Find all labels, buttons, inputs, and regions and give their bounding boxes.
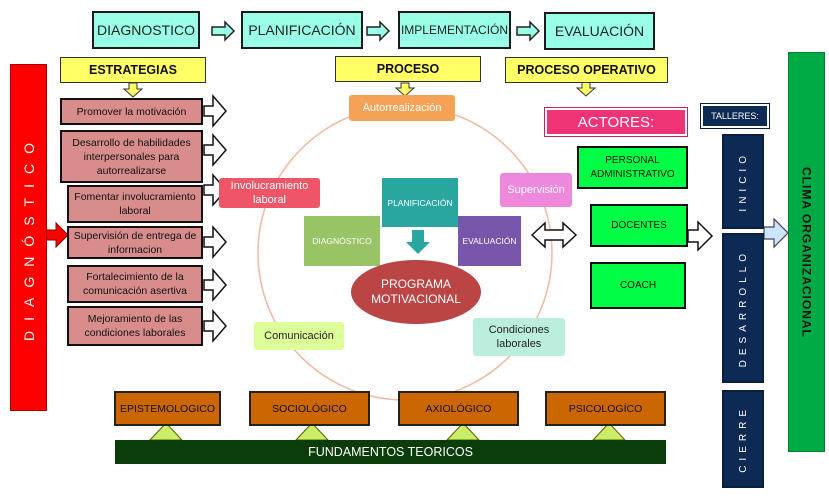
cycle-comunicacion: Comunicación xyxy=(254,322,344,350)
cycle-planificacion: PLANIFICACIÓN xyxy=(382,178,458,227)
strategy-promover: Promover la motivación xyxy=(60,98,203,125)
strategy-involucramiento: Fomentar involucramiento laboral xyxy=(67,185,203,223)
diagnostico-vertical-bar: DIAGNÓSTICO xyxy=(10,64,47,411)
phase-arrow-2 xyxy=(366,20,391,42)
header-operative: PROCESO OPERATIVO xyxy=(505,57,668,83)
down-arrow-operative xyxy=(575,81,597,97)
strategy-condiciones: Mejoramiento de las condiciones laborale… xyxy=(67,306,203,346)
header-process: PROCESO xyxy=(335,56,481,82)
program-motivacional: PROGRAMA MOTIVACIONAL xyxy=(351,260,481,324)
fund-epistemologico: EPISTEMOLOGICO xyxy=(114,391,221,426)
down-arrow-process xyxy=(394,82,416,97)
phase-diagnostico: DIAGNOSTICO xyxy=(92,11,200,49)
diagnostico-arrow xyxy=(45,221,69,249)
phase-arrow-1 xyxy=(211,20,236,42)
fund-axiologico: AXIOLÓGICO xyxy=(398,391,519,426)
phase-implementacion: IMPLEMENTACIÓN xyxy=(398,11,511,49)
phase-evaluacion: EVALUACIÓN xyxy=(544,12,655,50)
cycle-condiciones: Condiciones laborales xyxy=(473,318,565,356)
actor-to-talleres-arrow xyxy=(687,220,714,252)
cycle-involucramiento: Involucramiento laboral xyxy=(219,178,320,208)
fund-psicologico: PSICOLOGÍCO xyxy=(545,391,666,426)
cycle-autorrealizacion: Autorrealización xyxy=(349,95,455,121)
actor-docentes: DOCENTES xyxy=(590,204,688,247)
taller-cierre-label: CIERRE xyxy=(737,405,749,473)
cycle-diagnostico: DIAGNÓSTICO xyxy=(304,216,380,266)
clima-organizacional: CLIMA ORGANIZACIONAL xyxy=(788,52,825,452)
clima-label: CLIMA ORGANIZACIONAL xyxy=(799,166,814,338)
planificacion-down-arrow xyxy=(406,230,430,254)
double-arrow xyxy=(530,221,578,249)
fund-sociologico: SOCIOLÓGICO xyxy=(249,391,370,426)
taller-desarrollo-label: DESARROLLO xyxy=(737,248,749,368)
strategy-supervision: Supervisión de entrega de informacion xyxy=(67,226,203,259)
talleres-title: TALLERES: xyxy=(701,104,769,128)
phase-planificacion: PLANIFICACIÓN xyxy=(241,11,363,49)
taller-inicio: INICIO xyxy=(722,134,764,229)
header-strategies: ESTRATEGIAS xyxy=(60,57,206,83)
strategy-arrows xyxy=(203,93,227,344)
talleres-to-clima-arrow xyxy=(763,217,789,249)
diagnostico-vertical-label: DIAGNÓSTICO xyxy=(20,133,37,342)
actor-personal: PERSONAL ADMINISTRATIVO xyxy=(577,146,688,189)
taller-cierre: CIERRE xyxy=(722,390,764,488)
fundamentos-bar: FUNDAMENTOS TEORICOS xyxy=(115,440,666,464)
taller-desarrollo: DESARROLLO xyxy=(722,233,764,383)
actor-coach: COACH xyxy=(590,262,686,309)
taller-inicio-label: INICIO xyxy=(737,151,749,212)
cycle-evaluacion: EVALUACIÓN xyxy=(458,216,521,266)
actors-title: ACTORES: xyxy=(545,108,687,136)
cycle-supervision: Supervisión xyxy=(500,173,572,207)
strategy-habilidades: Desarrollo de habilidades interpersonale… xyxy=(60,130,203,183)
strategy-comunicacion: Fortalecimiento de la comunicación asert… xyxy=(67,265,203,303)
phase-arrow-3 xyxy=(516,20,541,42)
down-arrow-strategies xyxy=(122,82,144,98)
